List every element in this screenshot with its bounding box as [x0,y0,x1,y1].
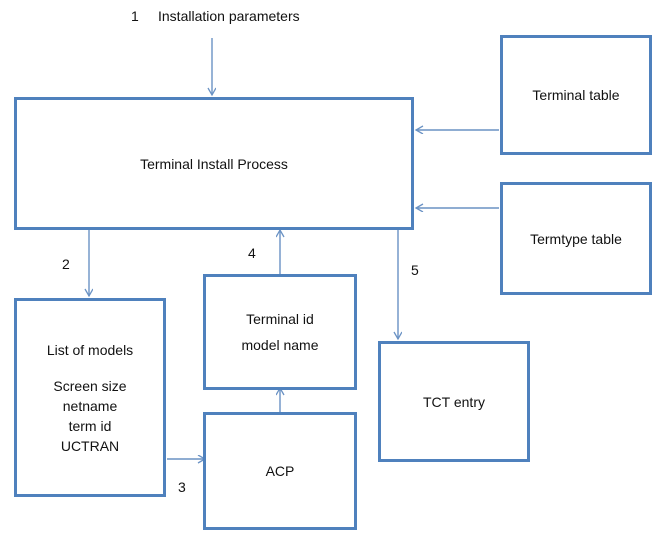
installation-parameters-label: Installation parameters [158,8,300,24]
edge-label-4: 4 [248,245,256,261]
edge-label-2: 2 [62,256,70,272]
node-label-line-2: model name [241,337,319,353]
node-label: TCT entry [423,393,485,410]
node-label-line-2: Screen size [53,377,127,394]
node-label-line-1: Terminal id [246,311,314,327]
node-label-line-3: netname [62,397,118,414]
node-terminal-table[interactable]: Terminal table [500,35,652,155]
edge-label-1: 1 [131,8,139,24]
node-list-of-models[interactable]: List of models Screen size netname term … [14,298,166,497]
node-label: ACP [265,463,295,479]
node-label: Terminal Install Process [140,155,288,172]
node-label: Terminal table [532,87,620,103]
node-termtype-table[interactable]: Termtype table [500,182,652,295]
node-label: Termtype table [530,230,622,247]
edge-label-5: 5 [411,262,419,278]
node-acp[interactable]: ACP [203,412,357,530]
node-tct-entry[interactable]: TCT entry [378,341,530,462]
node-label-line-1: List of models [46,341,134,358]
node-terminal-id-model-name[interactable]: Terminal id model name [203,274,357,390]
node-label-line-4: term id [68,417,112,434]
node-label-line-5: UCTRAN [60,437,120,454]
edge-label-3: 3 [178,479,186,495]
node-terminal-install-process[interactable]: Terminal Install Process [14,97,414,230]
